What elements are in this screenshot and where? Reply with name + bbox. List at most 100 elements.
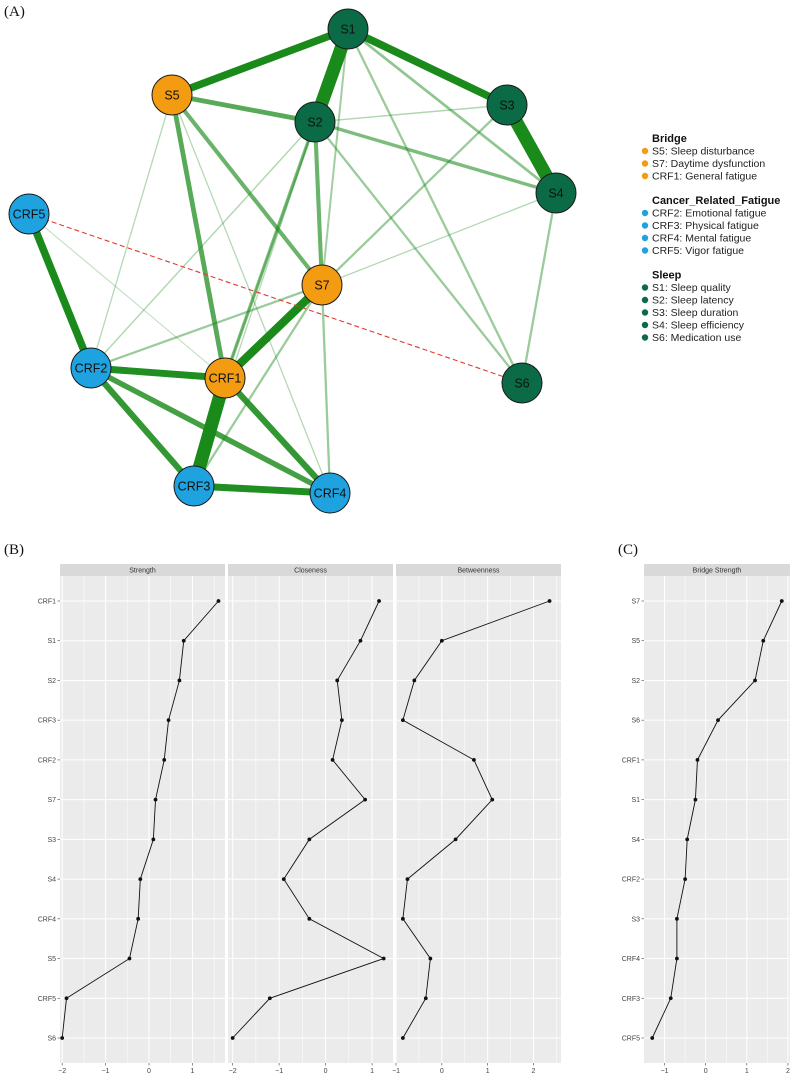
node-CRF2: CRF2 (70, 347, 112, 389)
legend-item: S3: Sleep duration (652, 307, 739, 319)
data-point (400, 916, 405, 921)
facet-title: Closeness (294, 568, 327, 575)
edge-S5-CRF2 (90, 94, 173, 369)
facet-strip (644, 564, 790, 576)
data-point (358, 638, 363, 643)
data-point (330, 758, 335, 762)
y-tick-label: CRF2 (622, 877, 640, 884)
edge-CRF5-S6 (28, 213, 523, 384)
x-tick-label: 1 (486, 1068, 490, 1075)
y-tick-label: CRF1 (38, 599, 56, 606)
node-S4: S4 (535, 172, 577, 214)
node-CRF1: CRF1 (204, 357, 246, 399)
x-tick-label: −2 (229, 1068, 237, 1075)
y-tick-label: S7 (47, 797, 56, 804)
legend-item: S6: Medication use (652, 332, 741, 344)
data-point (761, 638, 766, 643)
edge-S4-S6 (520, 192, 558, 384)
edge-CRF2-CRF3 (88, 365, 197, 489)
x-tick-label: 2 (786, 1068, 790, 1075)
node-S2: S2 (294, 101, 336, 143)
x-tick-label: 0 (440, 1068, 444, 1075)
edge-S2-CRF1 (223, 121, 317, 379)
series-line (61, 600, 219, 1039)
series-line (651, 600, 783, 1039)
facet-plot-area (396, 576, 561, 1063)
y-tick-label: S2 (631, 678, 640, 685)
legend-swatch (641, 321, 649, 329)
legend-swatch (641, 147, 649, 155)
edge-S5-CRF1 (169, 94, 228, 379)
data-point (428, 956, 433, 961)
data-point (753, 678, 757, 683)
x-tick-label: 1 (190, 1068, 194, 1075)
edge-S5-S2 (171, 92, 316, 125)
data-point (400, 718, 405, 723)
edge-CRF2-CRF1 (90, 364, 226, 382)
data-point (230, 1036, 235, 1040)
legend-swatch (641, 234, 649, 242)
edge-S5-CRF4 (171, 94, 331, 494)
data-point (153, 797, 158, 802)
facet-plot-area (644, 576, 790, 1063)
data-point (490, 797, 495, 802)
data-point (377, 599, 381, 603)
y-tick-label: S5 (47, 956, 56, 963)
facet-title: Bridge Strength (693, 568, 742, 575)
edge-S1-S4 (347, 27, 557, 195)
y-tick-label: CRF4 (38, 916, 56, 923)
edge-CRF3-CRF4 (193, 482, 331, 497)
y-tick-label: CRF3 (622, 996, 640, 1003)
data-point (668, 996, 673, 1001)
data-point (307, 916, 312, 921)
data-point (60, 1036, 65, 1040)
facet-strip (228, 564, 393, 576)
data-point (695, 758, 700, 762)
node-S7: S7 (301, 264, 343, 306)
edge-S7-CRF1 (222, 282, 325, 381)
data-point (136, 916, 141, 921)
panel-label-c: (C) (618, 542, 638, 558)
data-point (381, 956, 386, 961)
edge-S7-CRF4 (320, 284, 332, 494)
data-point (363, 797, 368, 802)
data-point (162, 758, 167, 762)
data-point (127, 956, 132, 961)
legend-swatch (641, 334, 649, 341)
legend-swatch (641, 309, 649, 316)
panel-label-b: (B) (4, 542, 24, 558)
x-tick-label: −1 (661, 1068, 669, 1075)
y-tick-label: S4 (47, 877, 56, 884)
node-CRF4: CRF4 (309, 472, 351, 514)
series-line (232, 600, 385, 1039)
data-point (423, 996, 428, 1001)
data-point (138, 877, 143, 881)
x-tick-label: −1 (275, 1068, 283, 1075)
edge-S2-S6 (314, 121, 523, 384)
y-tick-label: CRF3 (38, 718, 56, 725)
x-tick-label: 0 (324, 1068, 328, 1075)
node-label: CRF5 (13, 208, 46, 222)
node-label: S6 (514, 377, 529, 391)
y-tick-label: S6 (631, 718, 640, 725)
data-point (307, 837, 312, 842)
network-edges (25, 25, 562, 497)
data-point (216, 599, 221, 603)
legend-item: S1: Sleep quality (652, 282, 732, 294)
node-label: S4 (548, 187, 563, 201)
x-tick-label: 1 (745, 1068, 749, 1075)
legend-item: CRF5: Vigor fatigue (652, 245, 744, 257)
legend-swatch (641, 172, 649, 180)
data-point (281, 877, 286, 881)
edge-S1-S6 (346, 28, 524, 384)
edge-CRF1-CRF4 (222, 375, 333, 496)
data-point (675, 956, 679, 961)
data-point (267, 996, 272, 1001)
data-point (439, 638, 444, 643)
node-CRF5: CRF5 (8, 193, 50, 235)
node-label: S2 (307, 116, 322, 130)
